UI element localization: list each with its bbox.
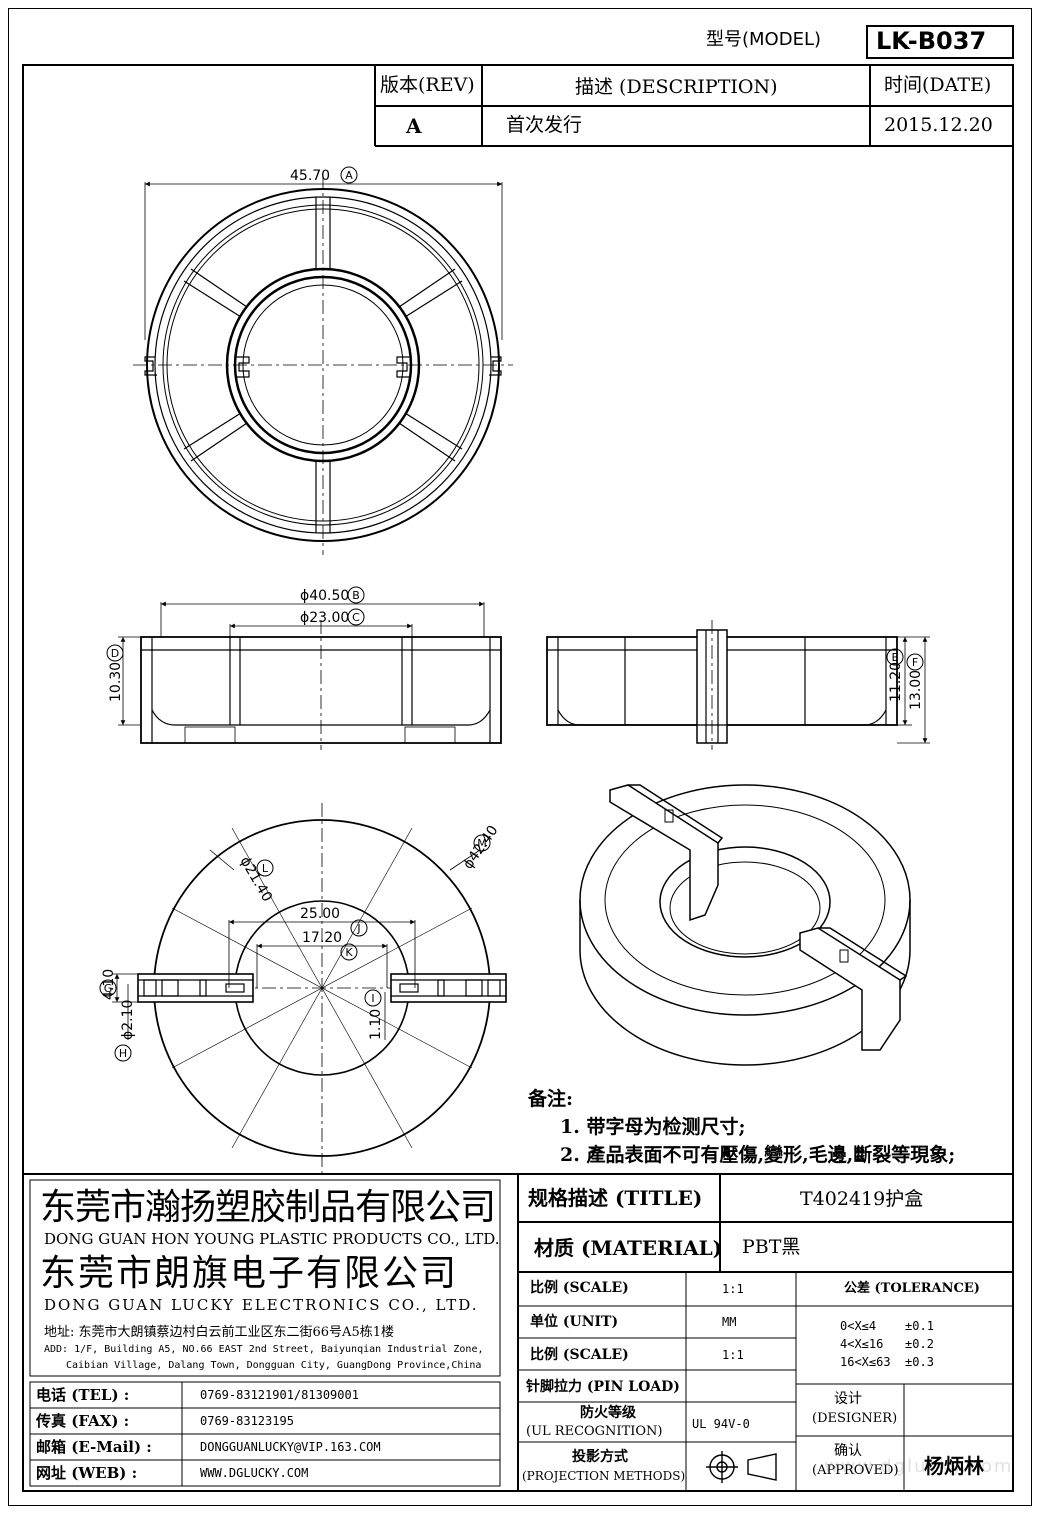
tel-label: 电话 (TEL) :	[36, 1386, 130, 1404]
dim-g-text: 4.10	[101, 969, 117, 1000]
address-en-1: ADD: 1/F, Building A5, NO.66 EAST 2nd St…	[44, 1344, 484, 1355]
model-value: LK-B037	[876, 27, 987, 55]
designer-label-2: (DESIGNER)	[812, 1411, 898, 1426]
web-value: WWW.DGLUCKY.COM	[200, 1466, 309, 1480]
bubble-b: B	[352, 589, 360, 602]
company-en-2: DONG GUAN LUCKY ELECTRONICS CO., LTD.	[44, 1296, 479, 1314]
dim-j-text: 25.00	[300, 906, 340, 922]
material-value: PBT黑	[742, 1236, 801, 1258]
bubble-h: H	[119, 1047, 127, 1060]
outer-frame	[8, 8, 1032, 1506]
fax-value: 0769-83123195	[200, 1414, 294, 1428]
tolerance-row-2: 4<X≤16 ±0.2	[840, 1337, 934, 1351]
title-label: 规格描述 (TITLE)	[528, 1186, 703, 1210]
technical-drawing: 45.70 ϕ40.50 ϕ23.00 10.30 11.20 13.00 4.…	[99, 166, 930, 1173]
note-1: 1. 带字母为检测尺寸;	[560, 1116, 746, 1138]
material-label: 材质 (MATERIAL)	[534, 1236, 723, 1260]
projection-symbol-icon	[706, 1451, 777, 1483]
date-value: 2015.12.20	[884, 114, 993, 136]
unit-value: MM	[722, 1315, 737, 1329]
watermark: www.dglucky.com	[824, 1456, 1014, 1477]
bubble-d: D	[111, 647, 119, 660]
pin-load-label: 针脚拉力 (PIN LOAD)	[526, 1379, 680, 1395]
projection-label-1: 投影方式	[572, 1449, 628, 1465]
address-cn: 地址: 东莞市大朗镇蔡边村白云前工业区东二街66号A5栋1楼	[44, 1325, 394, 1340]
designer-label-1: 设计	[834, 1391, 862, 1407]
tolerance-row-3: 16<X≤63 ±0.3	[840, 1355, 934, 1369]
bubble-g: G	[104, 982, 113, 995]
dim-i-text: 1.10	[368, 1009, 384, 1040]
scale2-value: 1:1	[722, 1348, 744, 1362]
desc-header: 描述 (DESCRIPTION)	[575, 76, 778, 98]
address-en-2: Caibian Village, Dalang Town, Dongguan C…	[66, 1360, 482, 1371]
dim-f-text: 13.00	[908, 670, 924, 710]
bubble-i: I	[371, 992, 374, 1005]
dim-k-text: 17.20	[302, 930, 342, 946]
scale2-label: 比例 (SCALE)	[530, 1347, 629, 1363]
dim-h-text: ϕ2.10	[120, 1000, 136, 1040]
bubble-c: C	[352, 611, 360, 624]
ul-label-2: (UL RECOGNITION)	[526, 1424, 663, 1439]
tolerance-label: 公差 (TOLERANCE)	[844, 1281, 980, 1296]
email-label: 邮箱 (E-Mail) :	[36, 1438, 152, 1456]
isometric-view	[579, 784, 911, 1066]
bubble-f: F	[912, 656, 918, 669]
front-view-right	[546, 620, 898, 750]
rev-value: A	[406, 114, 422, 138]
date-header: 时间(DATE)	[884, 74, 992, 96]
ul-value: UL 94V-0	[692, 1417, 750, 1431]
notes-title: 备注:	[528, 1088, 574, 1110]
desc-value: 首次发行	[506, 114, 583, 136]
revision-table-lines	[374, 64, 1014, 147]
tel-value: 0769-83121901/81309001	[200, 1388, 359, 1402]
scale-value: 1:1	[722, 1282, 744, 1296]
scale-label: 比例 (SCALE)	[530, 1280, 629, 1296]
bubble-a: A	[345, 169, 353, 182]
note-2: 2. 產品表面不可有壓傷,變形,毛邊,斷裂等現象;	[560, 1144, 956, 1166]
dim-e-text: 11.20	[888, 662, 904, 702]
bubble-j: J	[356, 922, 360, 935]
dim-c-text: ϕ23.00	[300, 610, 349, 626]
rev-header: 版本(REV)	[380, 74, 475, 96]
company-cn-2: 东莞市朗旗电子有限公司	[40, 1253, 459, 1294]
unit-label: 单位 (UNIT)	[530, 1314, 619, 1330]
web-label: 网址 (WEB) :	[36, 1464, 138, 1482]
dim-b-text: ϕ40.50	[300, 588, 349, 604]
bottom-view	[137, 803, 507, 1173]
dim-a-text: 45.70	[290, 168, 330, 184]
company-en-1: DONG GUAN HON YOUNG PLASTIC PRODUCTS CO.…	[44, 1230, 500, 1248]
bubble-m: M	[477, 837, 487, 850]
approved-label-1: 确认	[834, 1443, 862, 1459]
email-value: DONGGUANLUCKY@VIP.163.COM	[200, 1440, 381, 1454]
title-value: T402419护盒	[800, 1188, 924, 1210]
dim-d-text: 10.30	[108, 662, 124, 702]
top-view	[133, 175, 513, 555]
bubble-k: K	[345, 946, 353, 959]
model-box	[866, 25, 1014, 59]
company-cn-1: 东莞市瀚扬塑胶制品有限公司	[40, 1187, 496, 1228]
projection-label-2: (PROJECTION METHODS)	[522, 1469, 686, 1483]
fax-label: 传真 (FAX) :	[36, 1412, 130, 1430]
approved-label-2: (APPROVED)	[812, 1463, 899, 1478]
tolerance-row-1: 0<X≤4 ±0.1	[840, 1319, 934, 1333]
bubble-l: L	[262, 862, 269, 875]
front-view-left	[140, 620, 502, 750]
bubble-e: E	[892, 651, 899, 664]
ul-label-1: 防火等级	[580, 1405, 636, 1421]
approved-value: 杨炳林	[924, 1454, 984, 1478]
dimension-bubbles	[99, 166, 924, 1062]
model-label: 型号(MODEL)	[706, 29, 822, 50]
